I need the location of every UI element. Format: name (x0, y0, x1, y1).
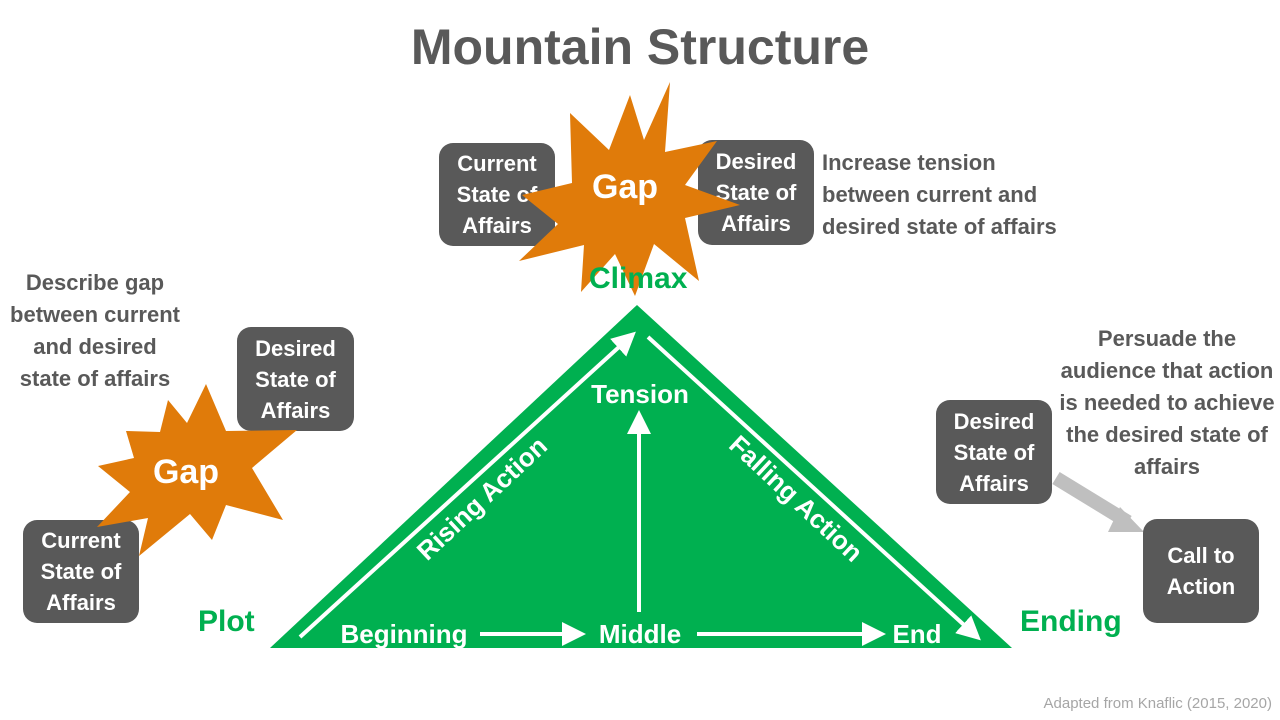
plot-label: Plot (198, 605, 255, 638)
ending-arrow (1052, 472, 1132, 528)
tension-label: Tension (591, 379, 689, 409)
plot-current-state-box: Current State of Affairs (23, 520, 139, 623)
call-to-action-box: Call to Action (1143, 519, 1259, 623)
climax-current-state-box: Current State of Affairs (439, 143, 555, 246)
middle-label: Middle (599, 619, 681, 649)
ending-arrowhead (1108, 507, 1144, 532)
climax-note: Increase tension between current and des… (822, 150, 1057, 239)
plot-desired-state-box: Desired State of Affairs (237, 327, 354, 431)
page-title: Mountain Structure (410, 19, 870, 75)
climax-desired-state-box: Desired State of Affairs (698, 140, 814, 245)
ending-note: Persuade the audience that action is nee… (1059, 326, 1275, 479)
climax-label: Climax (589, 262, 688, 295)
plot-note: Describe gap between current and desired… (10, 270, 180, 391)
climax-gap-label: Gap (591, 168, 659, 206)
falling-arrow (646, 335, 981, 641)
end-label: End (892, 619, 941, 649)
ending-desired-state-box: Desired State of Affairs (936, 400, 1052, 504)
rising-arrow (298, 331, 636, 639)
ending-label: Ending (1020, 605, 1122, 638)
plot-gap-label: Gap (152, 453, 220, 491)
footer-citation: Adapted from Knaflic (2015, 2020) (1043, 695, 1272, 712)
beginning-label: Beginning (340, 619, 467, 649)
